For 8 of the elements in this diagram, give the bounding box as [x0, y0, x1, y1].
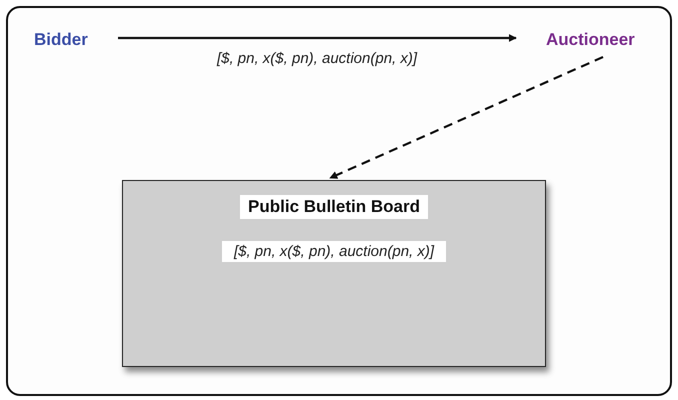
- edge-label: [$, pn, x($, pn), auction(pn, x)]: [214, 50, 420, 67]
- bulletin-board: [122, 180, 546, 367]
- board-entry: [$, pn, x($, pn), auction(pn, x)]: [222, 241, 446, 262]
- actor-label: Auctioneer: [546, 29, 635, 51]
- arrow: [329, 56, 604, 179]
- board-title: Public Bulletin Board: [240, 195, 428, 219]
- actor-label: Bidder: [34, 29, 88, 51]
- arrow: [118, 34, 517, 42]
